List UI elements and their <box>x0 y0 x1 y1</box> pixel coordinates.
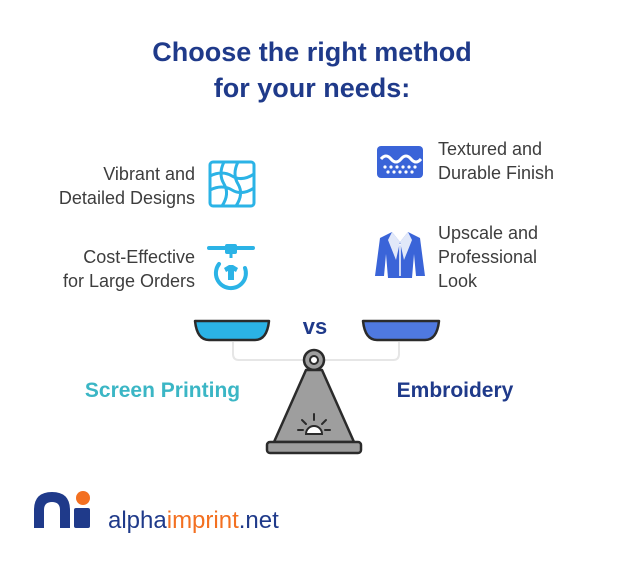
alphaimprint-logo-icon <box>34 491 90 528</box>
title-line-1: Choose the right method <box>152 37 472 67</box>
feature-vibrant-designs: Vibrant and Detailed Designs <box>58 164 195 208</box>
embroidery-label: Embroidery <box>396 379 514 402</box>
mesh-screen-icon <box>208 160 256 208</box>
scale-pan-left <box>193 319 271 342</box>
vs-label: vs <box>302 314 328 339</box>
screen-printing-label: Screen Printing <box>84 379 241 402</box>
feature-cost-effective: Cost-Effective for Large Orders <box>62 247 195 291</box>
feature-professional-look: Upscale and Professional Look <box>438 223 539 291</box>
scale-pan-right <box>361 319 441 342</box>
brand-part-alpha: alpha <box>108 507 167 534</box>
brand-part-net: .net <box>238 507 279 534</box>
title-line-2: for your needs: <box>213 73 411 103</box>
suit-jacket-icon <box>375 232 425 278</box>
printing-tshirt-icon <box>207 244 255 291</box>
brand-part-imprint: imprint <box>166 507 239 534</box>
embroidery-stitch-icon <box>377 146 423 178</box>
scale-base <box>265 348 363 455</box>
brand-name[interactable]: alphaimprint.net <box>108 507 279 535</box>
feature-textured-finish: Textured and Durable Finish <box>438 139 555 183</box>
